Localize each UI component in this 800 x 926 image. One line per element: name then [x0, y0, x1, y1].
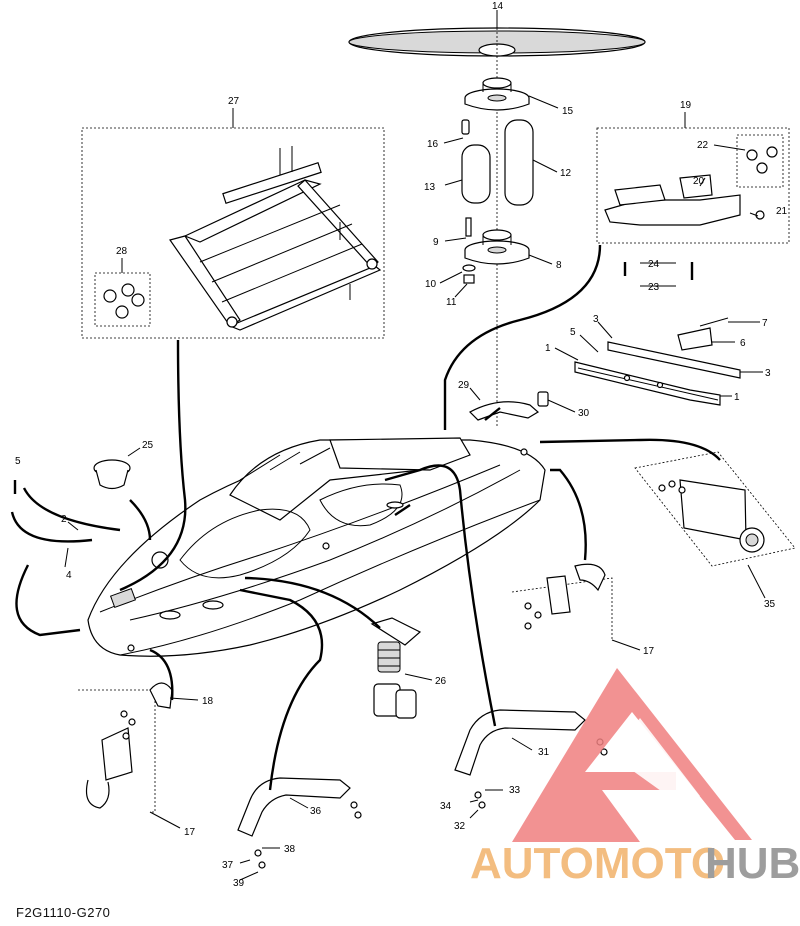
callout-7: 7	[762, 318, 768, 329]
tube-cover-left	[461, 144, 491, 204]
callout-labels: 14 15 16 12 13 9 8 10 11 27 28 19 22 20 …	[15, 1, 788, 889]
callout-9: 9	[433, 237, 439, 248]
callout-24: 24	[648, 259, 660, 270]
watermark-text-grey: HUB	[705, 839, 800, 888]
callout-31: 31	[538, 747, 550, 758]
callout-4: 4	[66, 570, 72, 581]
callout-6: 6	[740, 338, 746, 349]
callout-27: 27	[228, 96, 240, 107]
watermark-text-red: AUTOMOTO	[470, 839, 725, 888]
washer-10	[462, 264, 476, 272]
callout-3-top: 3	[593, 314, 599, 325]
callout-36: 36	[310, 806, 322, 817]
speaker-box	[634, 451, 796, 567]
handle-29	[469, 401, 540, 421]
callout-5-rail: 5	[570, 327, 576, 338]
lower-flange	[464, 229, 530, 265]
cup-holder-25	[93, 459, 131, 490]
rear-bracket-group	[596, 112, 790, 244]
bimini-top-assembly	[348, 12, 646, 426]
speaker-group	[634, 451, 796, 567]
automotohub-watermark: AUTOMOTO HUB	[470, 668, 800, 888]
pin-16	[461, 119, 470, 135]
watermark-logo-mark	[512, 668, 752, 842]
callout-14: 14	[492, 1, 504, 12]
cleat-group-right	[511, 563, 613, 640]
callout-13: 13	[424, 182, 436, 193]
callout-28: 28	[116, 246, 128, 257]
callout-29: 29	[458, 380, 470, 391]
bolt-9	[465, 217, 472, 237]
rail-assembly	[574, 317, 741, 406]
callout-17-left: 17	[184, 827, 196, 838]
callout-1-right: 1	[734, 392, 740, 403]
callout-33: 33	[509, 785, 521, 796]
callout-1-top: 1	[545, 343, 551, 354]
tower-mount-26	[370, 617, 422, 719]
callout-15: 15	[562, 106, 574, 117]
bow-eye-group	[78, 682, 173, 813]
callout-20: 20	[693, 176, 705, 187]
callout-34: 34	[440, 801, 452, 812]
callout-25: 25	[142, 440, 154, 451]
callout-21: 21	[776, 206, 788, 217]
callout-37: 37	[222, 860, 234, 871]
callout-26: 26	[435, 676, 447, 687]
callout-39: 39	[233, 878, 245, 889]
callout-3-right: 3	[765, 368, 771, 379]
callout-19: 19	[680, 100, 692, 111]
rear-bracket-box	[596, 127, 790, 244]
ladder-fastener-box	[94, 272, 151, 327]
callout-10: 10	[425, 279, 437, 290]
tube-cover-right	[504, 119, 534, 206]
grab-rail-31	[454, 709, 586, 776]
leader-lines	[15, 10, 766, 881]
clip-30	[537, 391, 549, 407]
callout-35: 35	[764, 599, 776, 610]
boat-hull	[87, 437, 546, 657]
callout-32: 32	[454, 821, 466, 832]
callout-30: 30	[578, 408, 590, 419]
callout-5-left: 5	[15, 456, 21, 467]
callout-23: 23	[648, 282, 660, 293]
hull-body	[87, 439, 546, 657]
rub-strip-2	[22, 487, 121, 532]
callout-11: 11	[446, 297, 457, 308]
callout-18: 18	[202, 696, 214, 707]
callout-38: 38	[284, 844, 296, 855]
callout-12: 12	[560, 168, 572, 179]
callout-8: 8	[556, 260, 562, 271]
callout-2: 2	[61, 514, 67, 525]
part-code: F2G1110-G270	[16, 905, 111, 920]
grab-rail-36	[237, 777, 351, 837]
nut-11	[463, 274, 475, 284]
callout-22: 22	[697, 140, 709, 151]
ladder-box	[81, 127, 385, 339]
callout-16: 16	[427, 139, 439, 150]
rub-strip-4	[10, 511, 93, 543]
boarding-ladder-group	[81, 108, 385, 339]
callout-17-right: 17	[643, 646, 655, 657]
upper-flange	[464, 77, 530, 111]
